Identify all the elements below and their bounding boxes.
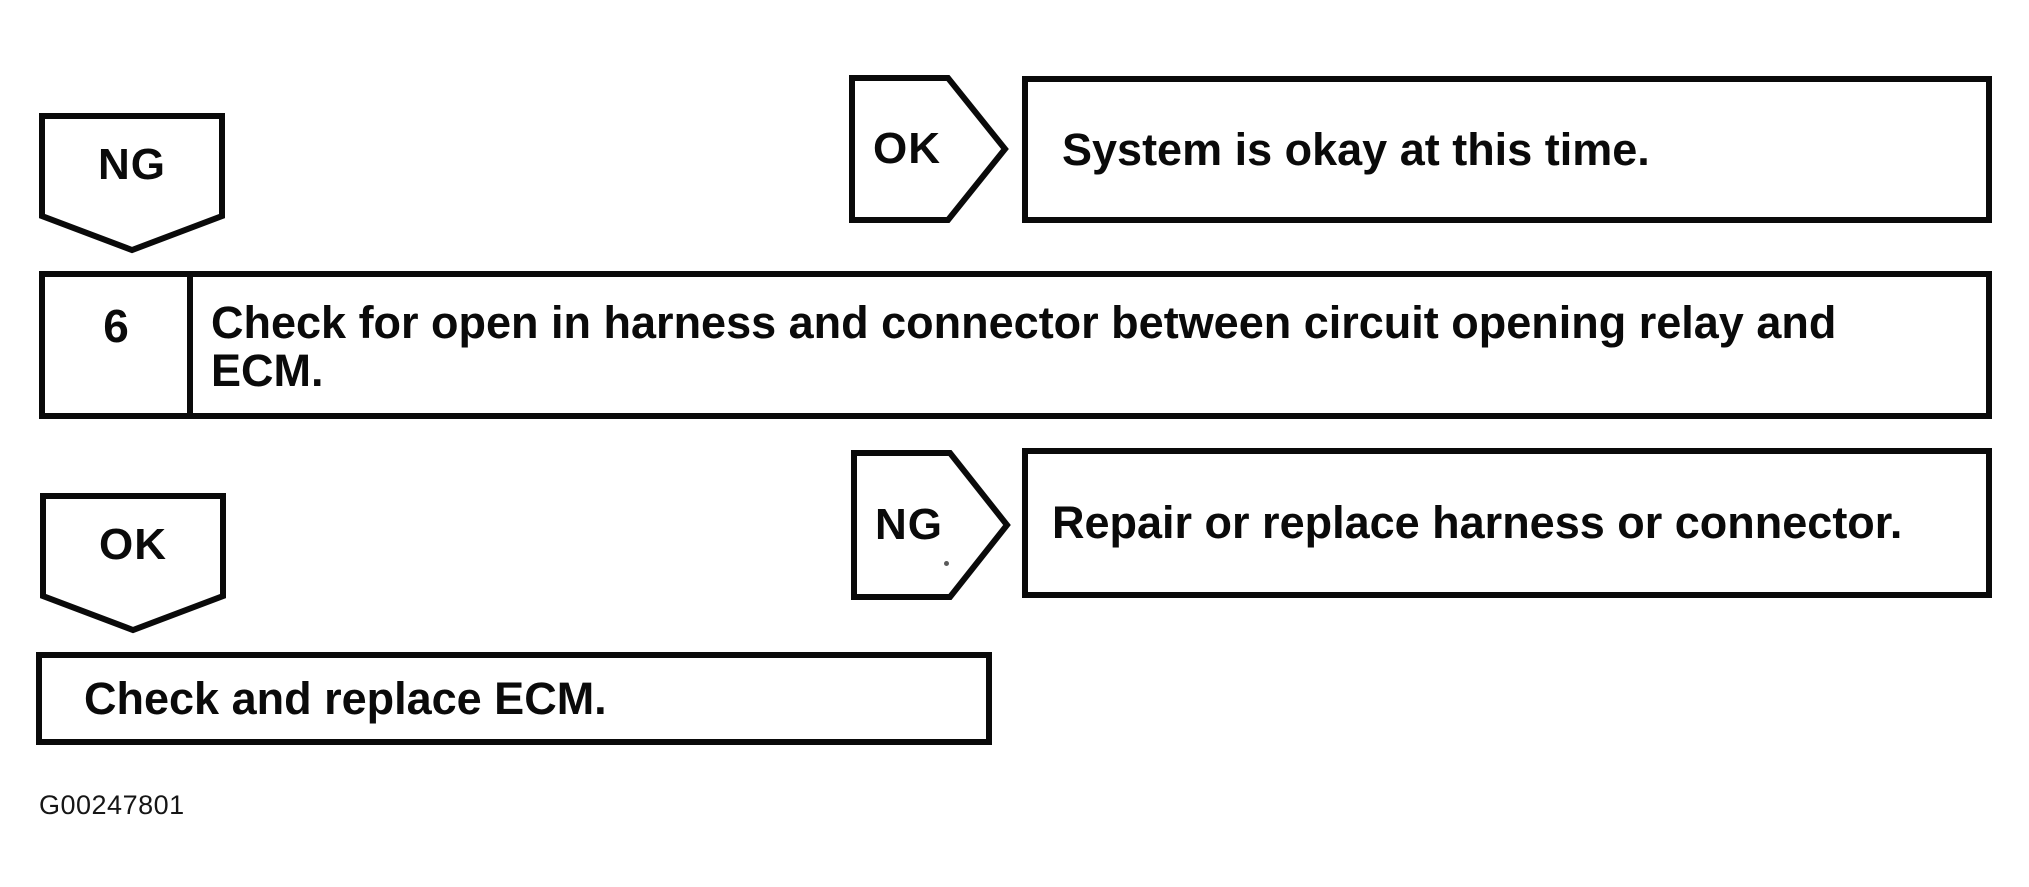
pentagon-down-shape: [39, 113, 225, 254]
scan-speck: [944, 561, 949, 566]
action-box-check-ecm: Check and replace ECM.: [36, 652, 992, 745]
ng-connector-label: NG: [875, 500, 943, 549]
figure-id: G00247801: [39, 790, 185, 820]
step-instruction: Check for open in harness and connector …: [193, 277, 1986, 413]
step-number: 6: [103, 300, 129, 352]
flow-connector-ok-right: OK: [849, 75, 1009, 223]
ok-connector-label: OK: [99, 520, 167, 569]
result-box-system-okay-text: System is okay at this time.: [1062, 123, 1650, 175]
action-box-check-ecm-text: Check and replace ECM.: [84, 672, 607, 724]
pentagon-down-shape: [40, 493, 226, 634]
result-box-repair: Repair or replace harness or connector.: [1022, 448, 1992, 598]
pentagon-right-shape: [849, 75, 1009, 223]
result-box-system-okay: System is okay at this time.: [1022, 76, 1992, 223]
result-box-repair-text: Repair or replace harness or connector.: [1052, 497, 1903, 548]
step-instruction-line-1: Check for open in harness and connector …: [211, 297, 1837, 348]
ng-connector-label: NG: [98, 140, 166, 189]
flow-connector-ng-down: NG: [39, 113, 225, 254]
flow-connector-ng-right: NG: [851, 450, 1011, 600]
ok-connector-label: OK: [873, 124, 941, 173]
flow-connector-ok-down: OK: [40, 493, 226, 634]
pentagon-right-shape: [851, 450, 1011, 600]
step-number-cell: 6: [45, 277, 193, 413]
step-instruction-line-2: ECM.: [211, 345, 324, 396]
step-box: 6 Check for open in harness and connecto…: [39, 271, 1992, 419]
